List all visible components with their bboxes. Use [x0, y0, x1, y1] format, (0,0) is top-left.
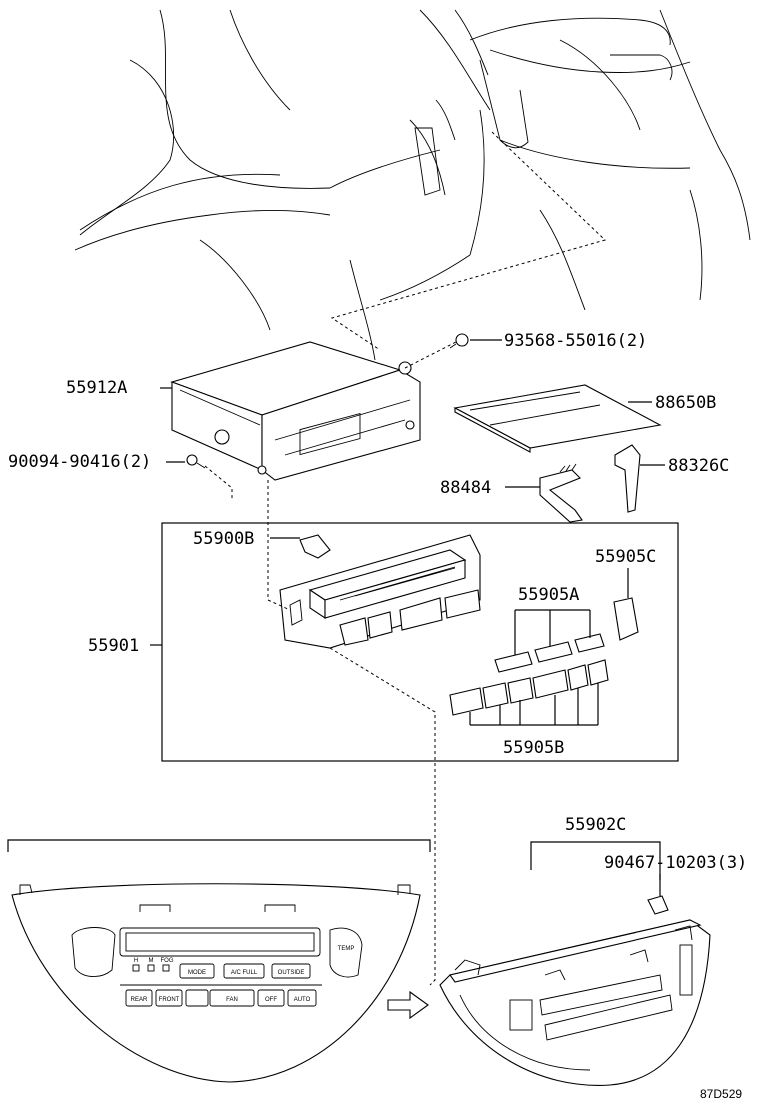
btn-outside-label: OUTSIDE — [278, 970, 305, 976]
part-55902C-bezel — [439, 919, 711, 1086]
btn-fan-label: FAN — [226, 997, 238, 1003]
arrow-icon — [387, 990, 429, 1020]
panel-bracket — [7, 839, 431, 852]
part-88326C-clip — [614, 444, 641, 513]
callout-55912A: 55912A — [66, 378, 127, 398]
callout-90467: 90467-10203(3) — [604, 853, 747, 873]
ind-m-label: M — [149, 958, 154, 964]
screw-90467 — [647, 895, 669, 915]
callout-88650B: 88650B — [655, 393, 716, 413]
part-55900B-bulb — [270, 534, 331, 559]
callout-93568: 93568-55016(2) — [504, 331, 647, 351]
btn-ac-full-label: A/C FULL — [231, 970, 258, 976]
callout-88484: 88484 — [440, 478, 491, 498]
btn-mode-label: MODE — [188, 970, 206, 976]
part-88650B-board — [453, 384, 662, 453]
assembly-55901-box — [161, 522, 679, 762]
front-panel — [11, 883, 421, 1083]
callout-55900B: 55900B — [193, 529, 254, 549]
callout-55905C: 55905C — [595, 547, 656, 567]
dashboard-outline — [74, 9, 751, 361]
ind-h-label: H — [134, 958, 138, 964]
screw-93568 — [449, 333, 469, 349]
callout-88326C: 88326C — [668, 456, 729, 476]
callout-55902C: 55902C — [565, 815, 626, 835]
btn-rear-label: REAR — [131, 997, 148, 1003]
part-55912A-unit — [170, 341, 421, 481]
part-55905B-buttons — [449, 659, 609, 726]
ind-fog-label: FOG — [161, 958, 174, 964]
part-55905C-knob — [613, 568, 639, 641]
btn-auto-label: AUTO — [294, 997, 311, 1003]
btn-temp-label: TEMP — [338, 946, 355, 952]
callout-55901: 55901 — [88, 636, 139, 656]
callout-55905B: 55905B — [503, 738, 564, 758]
part-55905A-buttons — [494, 609, 605, 673]
diagram-code: 87D529 — [700, 1087, 742, 1101]
btn-off-label: OFF — [265, 997, 277, 1003]
part-88484-cable — [539, 463, 583, 523]
callout-55905A: 55905A — [518, 585, 579, 605]
callout-90094: 90094-90416(2) — [8, 452, 151, 472]
screw-90094 — [186, 454, 206, 469]
control-board — [279, 534, 481, 649]
btn-front-label: FRONT — [159, 997, 180, 1003]
